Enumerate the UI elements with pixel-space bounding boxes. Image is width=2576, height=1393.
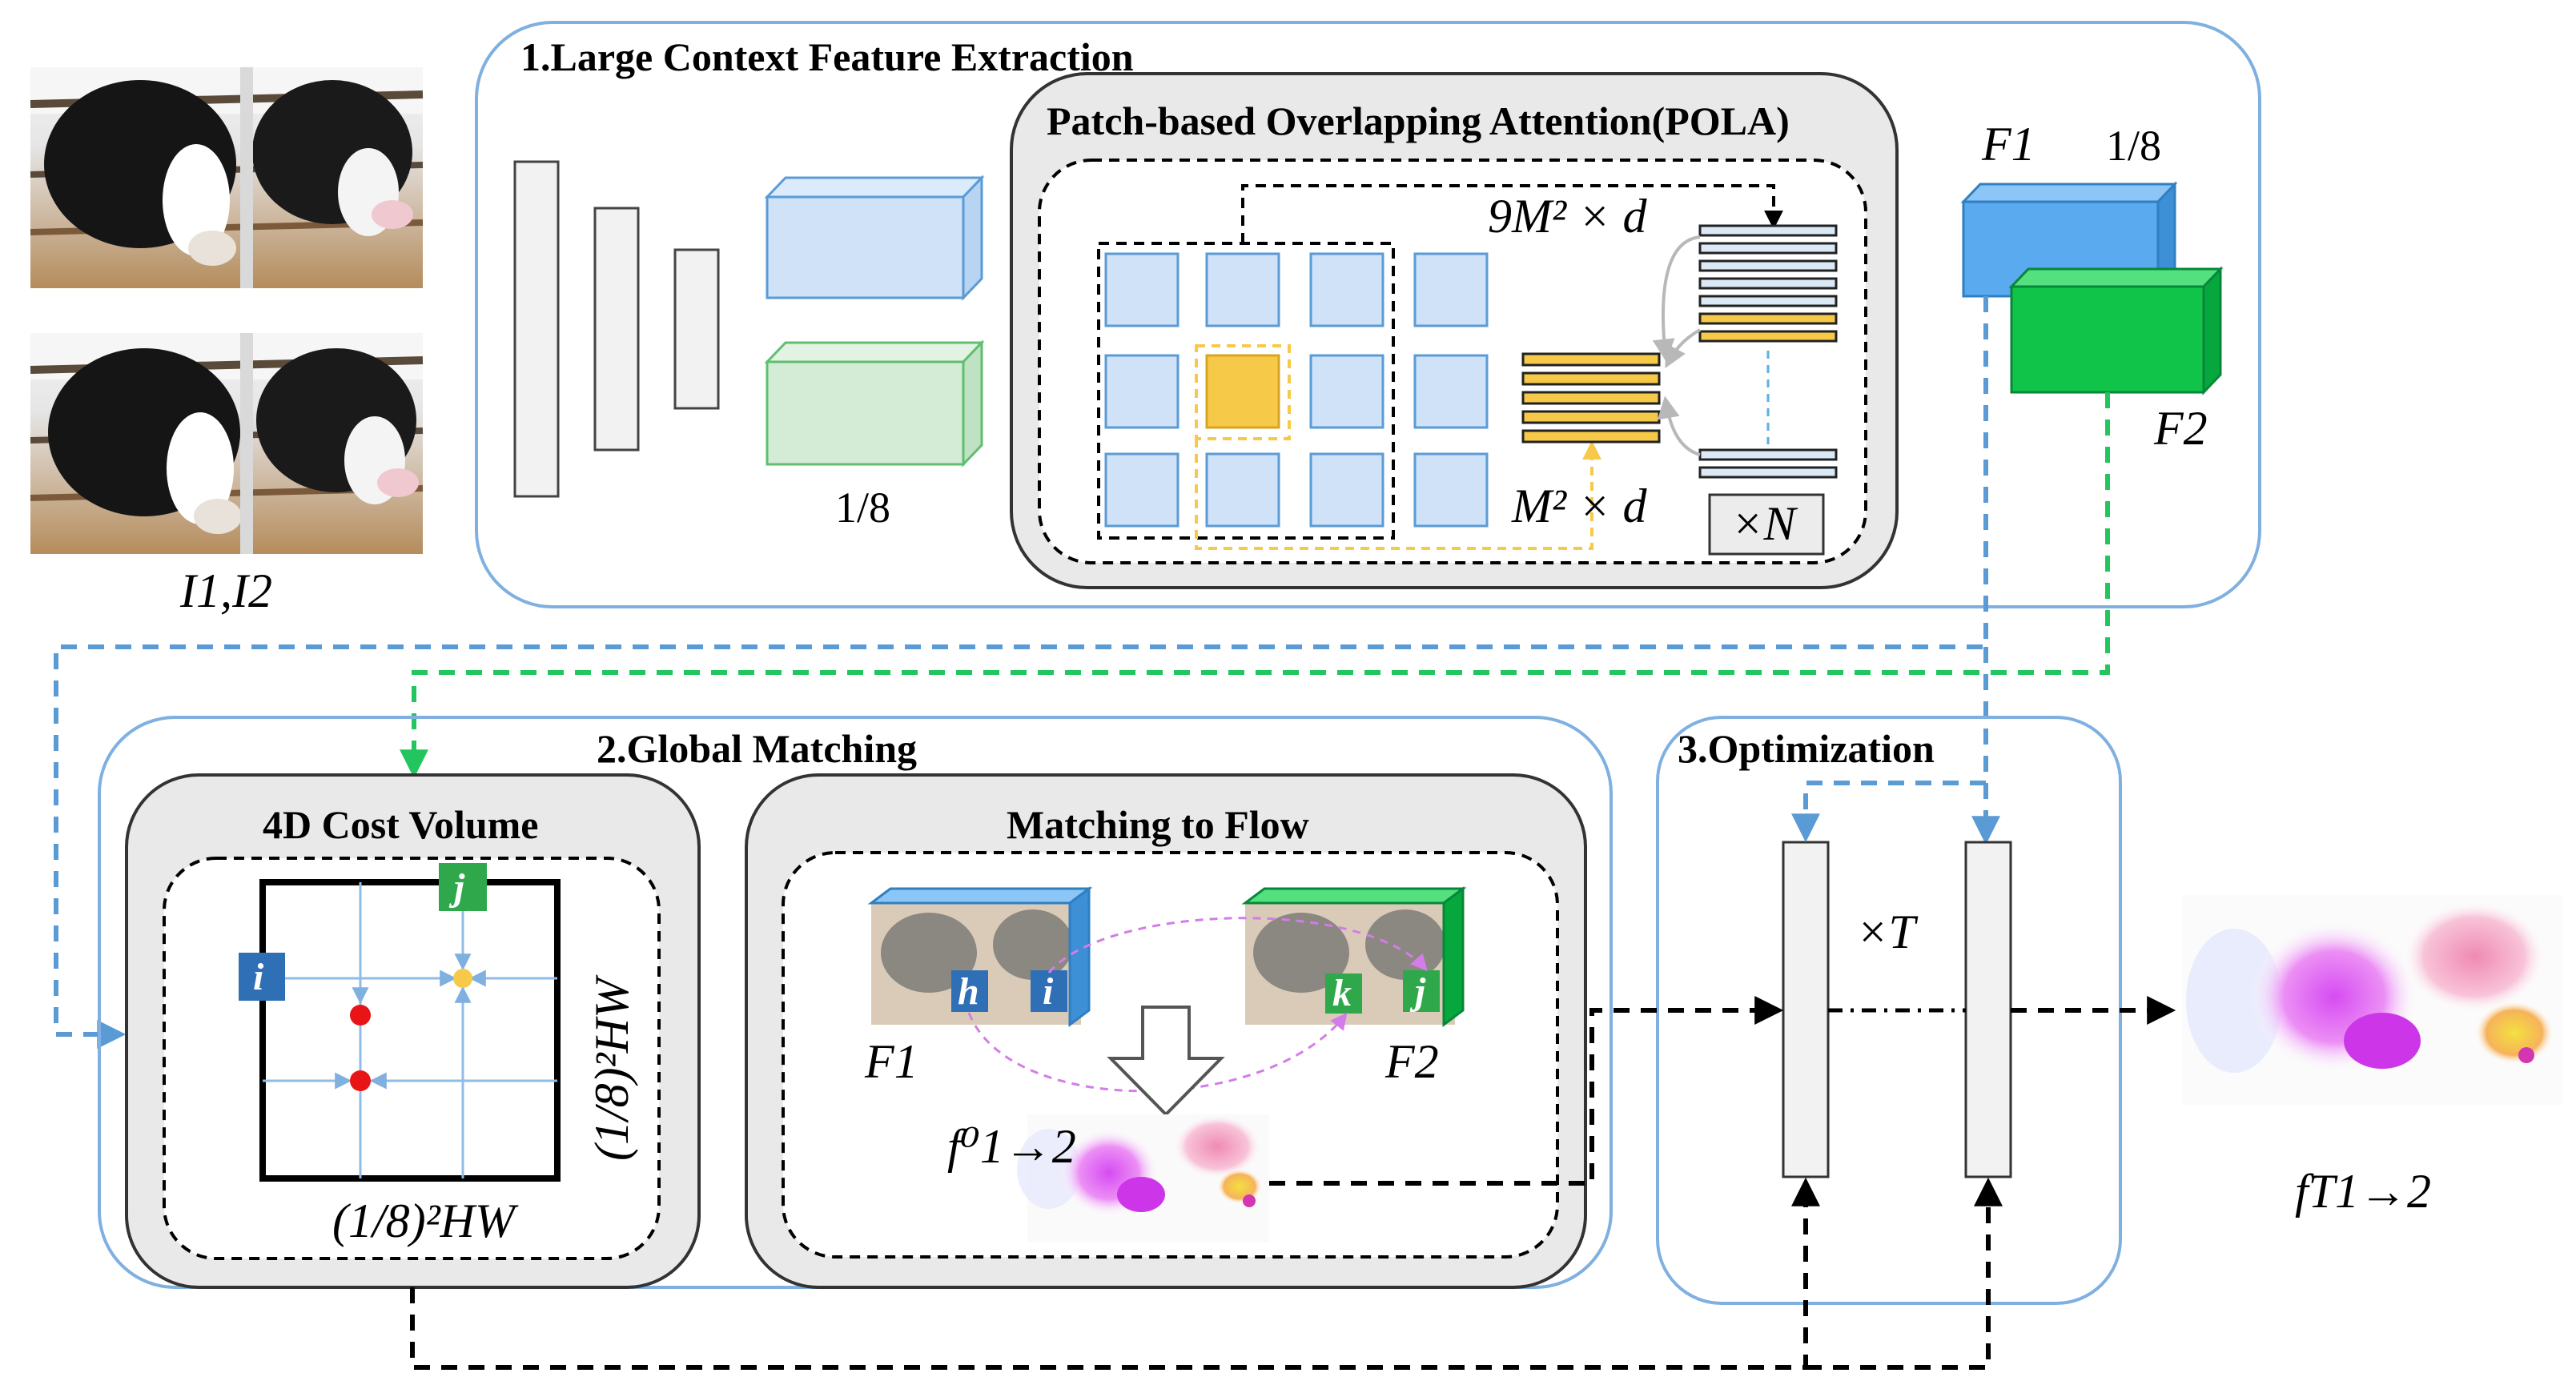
patch-cell: [1205, 252, 1280, 327]
repeat-label: ×N: [1731, 497, 1798, 550]
overlap-region: [1195, 439, 1601, 550]
patch-cell: [1104, 354, 1179, 429]
key-token-stack: [1698, 224, 1838, 479]
patch-cell: [1413, 252, 1489, 327]
feature-box-green-light: [764, 339, 985, 468]
index-badge-i: [239, 953, 285, 1001]
matching-F2-label: F2: [1384, 1035, 1439, 1088]
matching-F1-label: F1: [864, 1035, 918, 1088]
F1-connector-to-cost: [54, 296, 1988, 1049]
key-dim-label: 9M² × d: [1488, 190, 1647, 243]
refine-block-1: [1782, 841, 1830, 1178]
query-token-stack: [1521, 352, 1661, 444]
cost-axis-y-label: (1/8)²HW: [585, 974, 638, 1161]
cost-matrix: [259, 879, 561, 1182]
patch-cell: [1309, 252, 1384, 327]
index-badge-j: [439, 863, 487, 911]
scale-label-right: 1/8: [2106, 122, 2161, 170]
section-1-frame: [475, 21, 2261, 608]
index-h-label: h: [958, 970, 979, 1013]
patch-window-frame: [1097, 242, 1395, 540]
F2-label: F2: [2153, 402, 2208, 455]
patch-cell: [1205, 452, 1280, 528]
match-point-yellow: [453, 969, 472, 988]
center-patch-highlight: [1195, 344, 1291, 440]
patch-cell: [1413, 354, 1489, 429]
index-badge-h: [951, 970, 988, 1012]
input-label: I1,I2: [179, 564, 272, 617]
encoder-layer-2: [593, 207, 640, 452]
patch-cell: [1104, 452, 1179, 528]
cost-axis-x-label: (1/8)²HW: [332, 1194, 519, 1247]
match-point-red-1: [350, 1005, 371, 1026]
patch-cell: [1413, 452, 1489, 528]
index-badge-j-flow: [1403, 970, 1440, 1012]
query-window-arrow: [1241, 184, 1783, 243]
iterations-label: ×T: [1856, 905, 1918, 958]
F1-feed-opt-1: [1791, 781, 1986, 843]
repeat-box: [1708, 493, 1825, 556]
patch-cell-center: [1205, 354, 1280, 429]
section-2-title: 2.Global Matching: [597, 726, 917, 771]
index-badge-k: [1325, 973, 1362, 1014]
patch-cell: [1309, 452, 1384, 528]
cost-to-optimizer-1: [410, 1177, 1820, 1370]
index-i-flow-label: i: [1043, 970, 1054, 1013]
final-flow-label: fT1→2: [2295, 1165, 2431, 1218]
cost-to-optimizer-2: [1806, 1177, 2003, 1370]
input-image-1: [30, 67, 424, 288]
encoder-layer-3: [673, 248, 720, 410]
query-dim-label: M² × d: [1511, 480, 1647, 532]
cost-volume-title: 4D Cost Volume: [263, 802, 538, 847]
refine-block-2: [1964, 841, 2012, 1178]
pola-title: Patch-based Overlapping Attention(POLA): [1047, 98, 1790, 143]
matching-arrows: [967, 917, 1428, 1093]
input-image-2: [30, 333, 424, 554]
section-1-title: 1.Large Context Feature Extraction: [520, 34, 1134, 79]
initial-flow-label: f⁰1→2: [947, 1120, 1076, 1173]
flow-to-optimizer: [1269, 996, 1784, 1186]
index-badge-i-flow: [1031, 970, 1067, 1012]
index-k-label: k: [1332, 972, 1352, 1014]
encoder-layer-1: [513, 160, 560, 498]
index-i-label: i: [253, 956, 264, 998]
match-point-red-2: [350, 1070, 371, 1091]
attention-arrows: [1652, 235, 1701, 456]
flow-down-arrow: [1107, 1006, 1225, 1117]
patch-cell: [1104, 252, 1179, 327]
final-flow-image: [2182, 895, 2562, 1105]
feature-box-F2: [2008, 266, 2224, 395]
matching-title: Matching to Flow: [1007, 802, 1309, 847]
patch-grid: [1104, 252, 1489, 528]
F1-label: F1: [1981, 118, 2035, 171]
patch-cell: [1309, 354, 1384, 429]
section-3-title: 3.Optimization: [1678, 726, 1935, 771]
initial-flow-image: [1017, 1114, 1269, 1242]
scale-label-left: 1/8: [835, 484, 890, 532]
feature-box-blue-light: [764, 175, 985, 301]
cost-matrix-lines: [263, 882, 557, 1178]
F2-connector-to-cost: [400, 392, 2110, 779]
